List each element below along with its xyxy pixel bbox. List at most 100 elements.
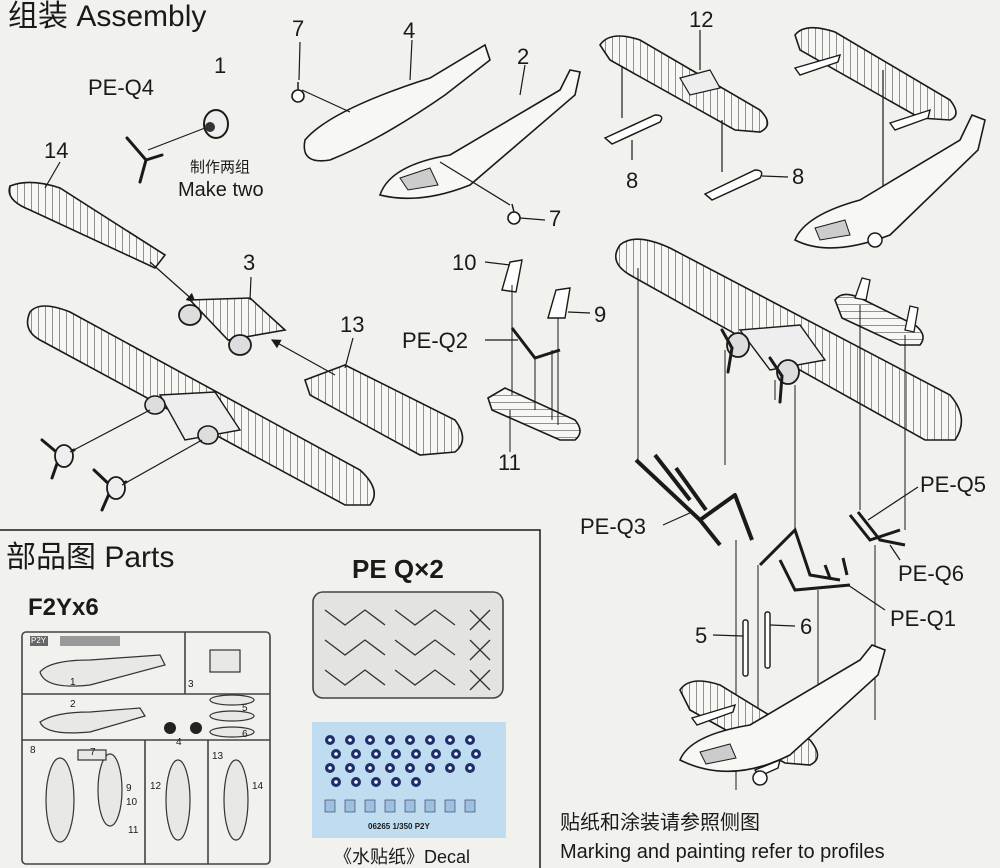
decal-roundel-star — [468, 766, 472, 770]
decal-roundel-star — [388, 738, 392, 742]
sprue-parts — [39, 649, 255, 843]
callout-pe-q2: PE-Q2 — [402, 328, 469, 353]
guide-lines-center — [509, 285, 559, 452]
sprue-heading: F2Yx6 — [28, 594, 99, 621]
sprue-label-4: 4 — [176, 737, 182, 748]
sprue-label-6: 6 — [242, 729, 248, 740]
decal-roundel-star — [388, 766, 392, 770]
pe-sheet — [312, 591, 504, 699]
note-make-two-cn: 制作两组 — [190, 159, 251, 176]
callout-pe-q4: PE-Q4 — [88, 75, 155, 100]
marking-note-en: Marking and painting refer to profiles — [560, 841, 885, 863]
sprue-tag — [30, 636, 48, 646]
center-section-part-3 — [178, 297, 287, 356]
note-make-two-en: Make two — [178, 179, 264, 201]
decal-roundel-star — [468, 738, 472, 742]
callout-pe-q1: PE-Q1 — [890, 606, 957, 631]
sprue-frame — [21, 631, 271, 865]
hull-assembled-top-right — [793, 113, 986, 249]
callout-pe-q6: PE-Q6 — [898, 561, 965, 586]
decal-roundel-star — [448, 766, 452, 770]
decal-roundel-star — [374, 752, 378, 756]
hull-bottom-part-2 — [378, 69, 581, 200]
decal-roundel-star — [454, 752, 458, 756]
sprue-label-12: 12 — [150, 781, 162, 792]
decal-roundels — [325, 735, 481, 787]
sprue-label-3: 3 — [188, 679, 194, 690]
decal-roundel-star — [474, 752, 478, 756]
strut-pe-q1 — [758, 527, 851, 592]
float-part-7a — [291, 89, 305, 103]
decal-roundel-star — [374, 780, 378, 784]
callout-part-7b: 7 — [549, 206, 562, 231]
callout-pe-q5: PE-Q5 — [920, 472, 987, 497]
callout-part-11: 11 — [498, 450, 521, 475]
callout-part-13: 13 — [340, 312, 365, 337]
decal-number-blocks — [324, 799, 476, 813]
marking-note-cn: 贴纸和涂装请参照侧图 — [560, 812, 760, 834]
lower-wing-part-13 — [303, 364, 464, 456]
sprue-label-5: 5 — [242, 703, 248, 714]
float-part-8a — [603, 114, 663, 145]
tailplane-part-11 — [487, 387, 581, 441]
decal-roundel-star — [328, 738, 332, 742]
decal-heading: 《水贴纸》Decal — [334, 847, 471, 867]
decal-roundel-star — [428, 766, 432, 770]
sprue-label-10: 10 — [126, 797, 138, 808]
propeller-pe-q4 — [125, 136, 164, 184]
callout-part-3: 3 — [243, 250, 256, 275]
callout-part-12: 12 — [689, 7, 714, 32]
sprue-label-14: 14 — [252, 781, 264, 792]
parts-panel-border — [0, 529, 541, 868]
sprue-label-2: 2 — [70, 699, 76, 710]
decal-roundel-star — [368, 738, 372, 742]
fin-part-9 — [547, 287, 571, 319]
callout-part-10: 10 — [452, 250, 477, 275]
decal-code: 06265 1/350 P2Y — [368, 822, 430, 831]
callout-part-9: 9 — [594, 302, 607, 327]
sprue-tag-label: P2Y — [31, 636, 47, 645]
pe-heading: PE Q×2 — [352, 554, 444, 584]
decal-roundel-star — [368, 766, 372, 770]
callout-part-7a: 7 — [292, 16, 305, 41]
sprue-label-13: 13 — [212, 751, 224, 762]
decal-roundel-star — [428, 738, 432, 742]
sprue-engine-a — [164, 722, 176, 734]
pe-sheet-parts — [324, 609, 491, 691]
strut-pe-q2 — [510, 327, 561, 360]
decal-roundel-star — [408, 766, 412, 770]
decal-roundel-star — [348, 766, 352, 770]
strut-pe-q5-q6 — [848, 511, 906, 547]
wing-assembled-top-right — [794, 26, 957, 121]
callout-part-8a: 8 — [626, 168, 639, 193]
decal-roundel-star — [414, 752, 418, 756]
final-hull — [678, 644, 886, 773]
sprue-label-7: 7 — [90, 747, 96, 758]
decal-roundel-star — [434, 752, 438, 756]
decal-roundel-star — [328, 766, 332, 770]
callout-part-1: 1 — [214, 53, 227, 78]
decal-roundel-star — [408, 738, 412, 742]
callout-part-14: 14 — [44, 138, 69, 163]
sprue-label-11: 11 — [128, 825, 139, 836]
strut-part-5 — [742, 619, 749, 677]
callout-pe-q3: PE-Q3 — [580, 514, 647, 539]
decal-roundel-star — [394, 752, 398, 756]
parts-heading: 部品图 Parts — [6, 541, 175, 574]
callout-part-5: 5 — [695, 623, 708, 648]
decal-roundel-star — [414, 780, 418, 784]
sprue-label-8: 8 — [30, 745, 36, 756]
fin-part-10 — [501, 259, 523, 293]
decal-roundel-star — [334, 780, 338, 784]
leader-q4 — [147, 127, 206, 151]
assembly-heading: 组装 Assembly — [8, 0, 207, 33]
decal-roundel-star — [334, 752, 338, 756]
sprue-engine-b — [190, 722, 202, 734]
decal-roundel-star — [354, 780, 358, 784]
strut-part-6 — [764, 611, 771, 669]
sprue-label-1: 1 — [70, 677, 76, 688]
decal-roundel-star — [394, 780, 398, 784]
decal-roundel-star — [354, 752, 358, 756]
